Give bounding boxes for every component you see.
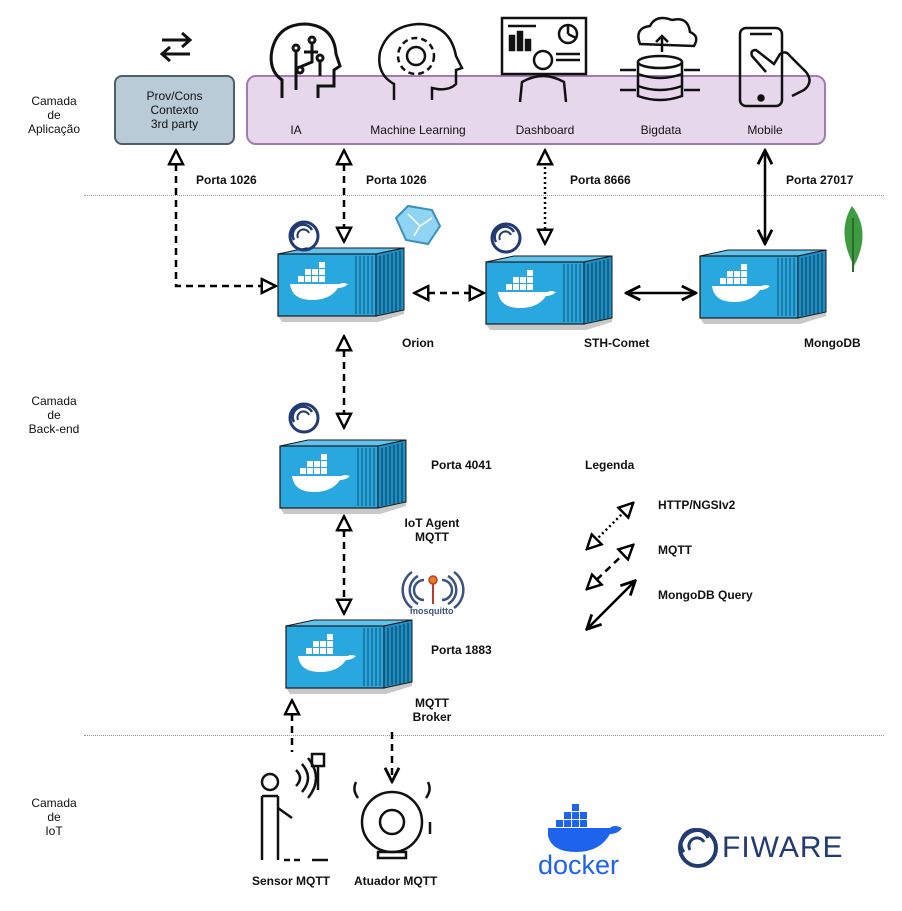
mongodb-leaf-icon [844,206,863,272]
docker-logo-icon [548,804,622,852]
fiware-swirl-icon [288,220,320,252]
arrow-prov-orion [176,152,274,286]
sensor-label: Sensor MQTT [252,874,331,888]
sth-comet-label: STH-Comet [584,336,650,350]
app-ia-label[interactable]: IA [290,123,302,137]
mqtt-broker-label: MQTT Broker [412,696,452,724]
separator-app-backend [84,195,884,196]
mosquitto-logo-icon [401,570,465,610]
iot-agent-label: IoT Agent MQTT [404,516,460,544]
prov-cons-label: Prov/Cons Contexto 3rd party [146,89,203,131]
orion-label: Orion [402,336,434,350]
port-ia-label: Porta 1026 [366,173,427,187]
legend-http-arrow [588,504,632,548]
port-prov-label: Porta 1026 [196,173,257,187]
mongodb-container [699,249,827,325]
orion-container [277,247,405,323]
bigdata-icon [620,16,700,102]
legend-mongo-arrow [588,582,634,628]
legend-title: Legenda [585,458,635,472]
legend-mqtt-arrow [588,546,632,588]
ai-head-icon [269,22,342,98]
port-mobile-label: Porta 27017 [786,173,854,187]
port-iot-agent-label: Porta 4041 [431,458,492,472]
mongodb-label: MongoDB [804,336,861,350]
legend-http-label: HTTP/NGSIv2 [658,498,736,512]
mqtt-broker-container [285,619,413,695]
docker-logo-text: docker [538,850,620,880]
legend-mongo-label: MongoDB Query [658,588,753,602]
app-mobile-label[interactable]: Mobile [747,123,783,137]
mosquitto-logo-text: mosquitto [410,606,454,616]
sth-comet-container [485,255,613,331]
layer-application-label: Camada de Aplicação [27,94,81,136]
mobile-phone-icon [738,26,811,108]
app-bigdata-label[interactable]: Bigdata [640,123,682,137]
actuator-label: Atuador MQTT [354,874,438,888]
separator-backend-iot [84,735,884,736]
layer-backend-label: Camada de Back-end [28,394,80,436]
orion-gem-icon [394,204,442,246]
port-broker-label: Porta 1883 [431,643,492,657]
sensor-person-icon [260,752,328,862]
layer-iot-label: Camada de IoT [31,796,77,838]
iot-agent-container [279,439,407,515]
fiware-logo-text: FIWARE [722,831,844,864]
port-dashboard-label: Porta 8666 [570,173,631,187]
legend-mqtt-label: MQTT [658,543,692,557]
app-ml-label[interactable]: Machine Learning [370,123,466,137]
dashboard-icon [500,16,588,103]
fiware-logo-icon [678,828,718,868]
prov-cons-box[interactable] [114,75,235,145]
fiware-swirl-icon [490,222,522,254]
app-dashboard-label[interactable]: Dashboard [515,123,575,137]
applications-box [246,75,826,145]
machine-learning-icon [378,22,464,100]
actuator-bell-icon [353,781,432,860]
fiware-swirl-icon [288,402,320,434]
swap-arrows-icon [159,31,193,63]
